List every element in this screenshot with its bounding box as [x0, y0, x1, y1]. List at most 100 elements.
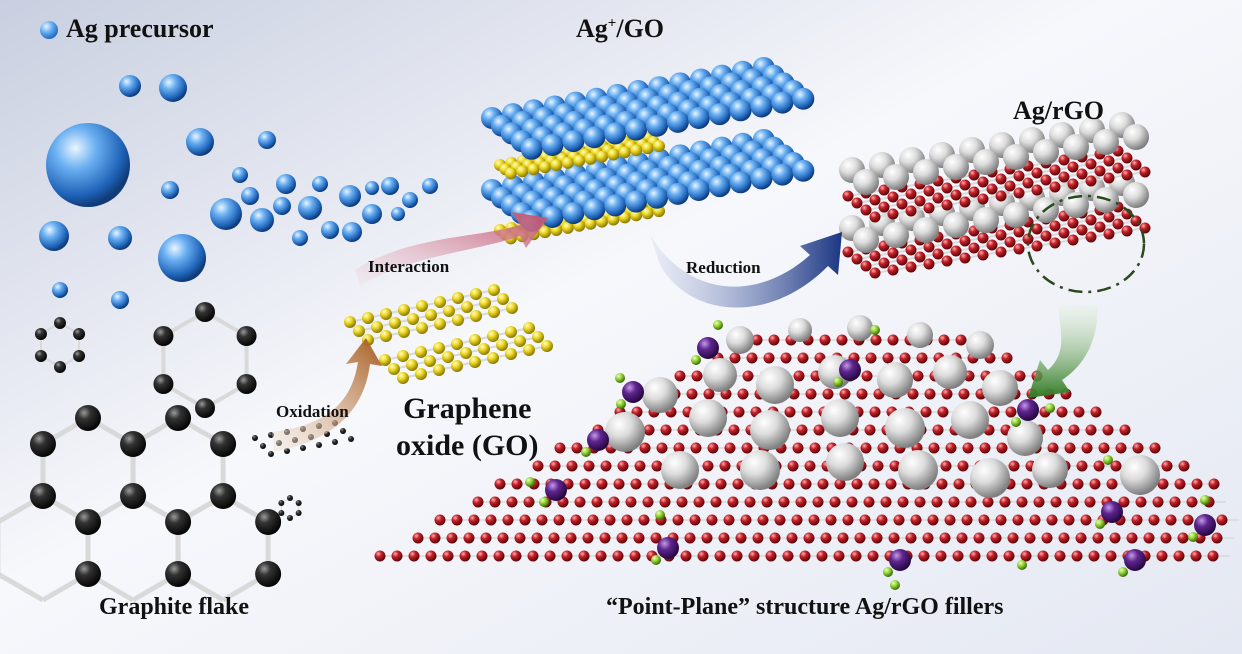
go-atom	[573, 154, 586, 167]
oxygen-atom	[839, 359, 861, 381]
ag-precursor-sphere	[232, 167, 248, 183]
rgo-atom	[1112, 162, 1124, 174]
carbon-atom	[195, 302, 215, 322]
rgo-atom	[1169, 496, 1181, 508]
go-atom	[452, 292, 464, 304]
go-atom	[478, 343, 490, 355]
rgo-atom	[691, 370, 703, 382]
rgo-atom	[1090, 406, 1102, 418]
oxygen-atom	[622, 381, 644, 403]
silver-nanoparticle	[1003, 144, 1029, 170]
rgo-atom	[1004, 236, 1016, 248]
ag-precursor-sphere	[298, 196, 322, 220]
rgo-atom	[799, 550, 811, 562]
rgo-atom	[1067, 234, 1079, 246]
ag-ion-sphere	[562, 202, 585, 225]
rgo-atom	[944, 514, 956, 526]
rgo-atom	[1186, 496, 1198, 508]
rgo-atom	[968, 242, 980, 254]
rgo-atom	[1072, 478, 1084, 490]
rgo-atom	[897, 496, 909, 508]
rgo-atom	[1067, 178, 1079, 190]
rgo-atom	[408, 550, 420, 562]
rgo-atom	[957, 460, 969, 472]
carbon-atom	[348, 436, 354, 442]
rgo-atom	[820, 532, 832, 544]
rgo-atom	[689, 514, 701, 526]
rgo-atom	[995, 246, 1007, 258]
rgo-atom	[715, 478, 727, 490]
rgo-atom	[860, 442, 872, 454]
go-atom	[561, 156, 574, 169]
ag-ion-sphere	[541, 133, 564, 156]
go-atom	[539, 161, 551, 174]
rgo-atom	[1182, 514, 1194, 526]
rgo-atom	[519, 514, 531, 526]
silver-nanoparticle	[933, 355, 967, 389]
carbon-atom	[255, 509, 282, 535]
silver-nanoparticle	[943, 212, 969, 238]
rgo-atom	[434, 514, 446, 526]
rgo-atom	[905, 261, 917, 273]
rgo-atom	[882, 352, 894, 364]
rgo-atom	[959, 196, 971, 208]
rgo-atom	[1076, 224, 1088, 236]
ag-ion-sphere	[771, 91, 794, 114]
rgo-atom	[476, 550, 488, 562]
rgo-atom	[1103, 172, 1115, 184]
rgo-atom	[995, 173, 1007, 185]
carbon-atom	[260, 443, 266, 449]
rgo-atom	[795, 496, 807, 508]
rgo-atom	[723, 514, 735, 526]
rgo-atom	[494, 478, 506, 490]
carbon-atom	[252, 435, 258, 441]
ag-precursor-sphere	[159, 74, 187, 102]
rgo-atom	[1085, 175, 1097, 187]
hydrogen-atom	[713, 320, 723, 330]
go-atom	[380, 308, 392, 320]
carbon-atom	[316, 442, 322, 448]
rgo-atom	[514, 532, 526, 544]
rgo-atom	[808, 514, 820, 526]
rgo-atom	[813, 424, 825, 436]
rgo-atom	[1073, 406, 1085, 418]
hydrogen-atom	[581, 447, 591, 457]
ag-precursor-sphere	[422, 178, 438, 194]
go-atom	[416, 300, 428, 312]
rgo-atom	[1156, 550, 1168, 562]
rgo-atom	[959, 235, 971, 247]
rgo-atom	[1135, 496, 1147, 508]
rgo-atom	[752, 532, 764, 544]
rgo-atom	[786, 532, 798, 544]
rgo-atom	[633, 532, 645, 544]
silver-nanoparticle	[898, 450, 938, 490]
rgo-atom	[1049, 220, 1061, 232]
rgo-atom	[860, 204, 872, 216]
go-atom	[618, 211, 631, 224]
ag-ion-sphere	[625, 190, 648, 213]
rgo-atom	[959, 252, 971, 264]
rgo-atom	[425, 550, 437, 562]
rgo-atom	[978, 514, 990, 526]
rgo-atom	[923, 185, 935, 197]
ag-ion-sphere	[792, 159, 815, 182]
rgo-atom	[463, 532, 475, 544]
carbon-atom	[120, 431, 147, 457]
rgo-atom	[727, 496, 739, 508]
rgo-atom	[822, 388, 834, 400]
rgo-atom	[860, 260, 872, 272]
rgo-atom	[907, 388, 919, 400]
hydrogen-atom	[833, 377, 843, 387]
ag-ion-sphere	[750, 95, 773, 118]
graphite-flake-label: Graphite flake	[99, 594, 249, 620]
go-atom	[398, 326, 410, 338]
silver-nanoparticle	[907, 322, 933, 348]
rgo-atom	[579, 478, 591, 490]
rgo-atom	[643, 424, 655, 436]
rgo-atom	[995, 229, 1007, 241]
rgo-atom	[977, 232, 989, 244]
go-atom	[527, 163, 540, 176]
rgo-atom	[809, 442, 821, 454]
rgo-atom	[940, 460, 952, 472]
rgo-atom	[977, 176, 989, 188]
